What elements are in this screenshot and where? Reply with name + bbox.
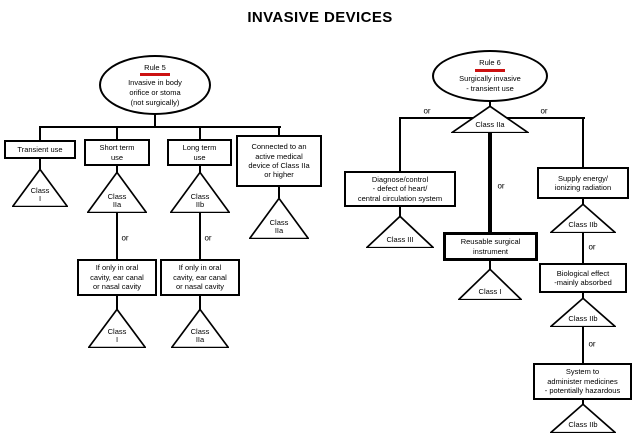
connector-line — [582, 232, 584, 264]
connector-line — [116, 295, 118, 310]
or-label: or — [421, 106, 433, 116]
triangle-shape — [170, 172, 230, 213]
connector-line — [582, 292, 584, 299]
triangle-shape — [12, 169, 68, 207]
triangle-class-iia: Class IIa — [249, 198, 309, 239]
connector-line — [154, 114, 156, 127]
or-label: or — [202, 233, 214, 243]
class-label: Class I — [478, 287, 502, 297]
connector-line — [116, 126, 118, 140]
triangle-shape — [366, 216, 434, 248]
connector-line — [488, 130, 492, 233]
triangle-shape — [458, 269, 522, 300]
triangle-class-iia: Class IIa — [451, 106, 529, 133]
triangle-class-iib: Class IIb — [550, 404, 616, 433]
class-label: Class IIb — [190, 191, 210, 210]
triangle-class-iib: Class IIb — [550, 204, 616, 233]
triangle-class-iib: Class IIb — [550, 298, 616, 327]
box-long-term-use: Long term use — [167, 139, 232, 166]
box-short-term-use: Short term use — [84, 139, 150, 166]
triangle-shape — [550, 298, 616, 327]
class-label: Class IIa — [107, 191, 127, 210]
or-label: or — [586, 339, 598, 349]
connector-line — [39, 126, 41, 140]
triangle-class-i: Class I — [12, 169, 68, 207]
or-label: or — [495, 181, 507, 191]
class-label: Class III — [386, 235, 414, 245]
connector-line — [399, 206, 401, 217]
connector-line — [582, 399, 584, 405]
triangle-class-i: Class I — [458, 269, 522, 300]
box-diagnose-control: Diagnose/control - defect of heart/ cent… — [344, 171, 456, 207]
connector-line — [399, 117, 401, 172]
box-administer-medicines: System to administer medicines - potenti… — [533, 363, 632, 400]
class-label: Class IIa — [269, 217, 289, 236]
triangle-shape — [171, 309, 229, 348]
class-label: Class IIa — [190, 326, 210, 345]
box-oral-cavity-exception: If only in oral cavity, ear canal or nas… — [77, 259, 157, 296]
triangle-class-iia: Class IIa — [171, 309, 229, 348]
class-label: Class I — [30, 185, 50, 204]
triangle-shape — [88, 309, 146, 348]
box-connected-active-device: Connected to an active medical device of… — [236, 135, 322, 187]
class-label: Class IIb — [568, 420, 598, 430]
rule6-label: Rule 6 — [479, 58, 501, 68]
connector-line — [116, 165, 118, 173]
rule6-red-underline — [475, 69, 505, 73]
connector-line — [489, 101, 491, 109]
box-reusable-surgical-instrument: Reusable surgical instrument — [443, 232, 538, 261]
rule5-red-underline — [140, 73, 170, 77]
rule6-description: Surgically invasive - transient use — [459, 74, 521, 93]
class-label: Class IIb — [568, 220, 598, 230]
rule5-node: Rule 5 Invasive in body orifice or stoma… — [99, 55, 211, 115]
connector-line — [582, 198, 584, 205]
connector-line — [278, 186, 280, 198]
connector-line — [199, 126, 201, 140]
connector-line — [582, 326, 584, 364]
connector-line — [489, 260, 491, 270]
class-label: Class IIa — [475, 120, 505, 130]
box-biological-effect: Biological effect -mainly absorbed — [539, 263, 627, 293]
triangle-class-iii: Class III — [366, 216, 434, 248]
box-oral-cavity-exception: If only in oral cavity, ear canal or nas… — [160, 259, 240, 296]
triangle-shape — [87, 172, 147, 213]
box-supply-energy: Supply energy/ ionizing radiation — [537, 167, 629, 199]
triangle-shape — [550, 404, 616, 433]
or-label: or — [538, 106, 550, 116]
connector-line — [199, 165, 201, 173]
connector-line — [199, 295, 201, 310]
box-transient-use: Transient use — [4, 140, 76, 159]
triangle-shape — [550, 204, 616, 233]
rule5-label: Rule 5 — [144, 62, 166, 72]
class-label: Class I — [107, 326, 127, 345]
or-label: or — [586, 242, 598, 252]
connector-line — [278, 126, 280, 136]
connector-line — [199, 212, 201, 260]
triangle-class-iib: Class IIb — [170, 172, 230, 213]
connector-line — [582, 117, 584, 168]
connector-line — [39, 158, 41, 169]
triangle-class-i: Class I — [88, 309, 146, 348]
triangle-shape — [451, 106, 529, 133]
triangle-class-iia: Class IIa — [87, 172, 147, 213]
or-label: or — [119, 233, 131, 243]
diagram-title: INVASIVE DEVICES — [247, 9, 393, 26]
connector-line — [116, 212, 118, 260]
triangle-shape — [249, 198, 309, 239]
connector-line — [39, 126, 281, 128]
class-label: Class IIb — [568, 314, 598, 324]
rule6-node: Rule 6 Surgically invasive - transient u… — [432, 50, 548, 102]
rule5-description: Invasive in body orifice or stoma (not s… — [128, 78, 182, 107]
